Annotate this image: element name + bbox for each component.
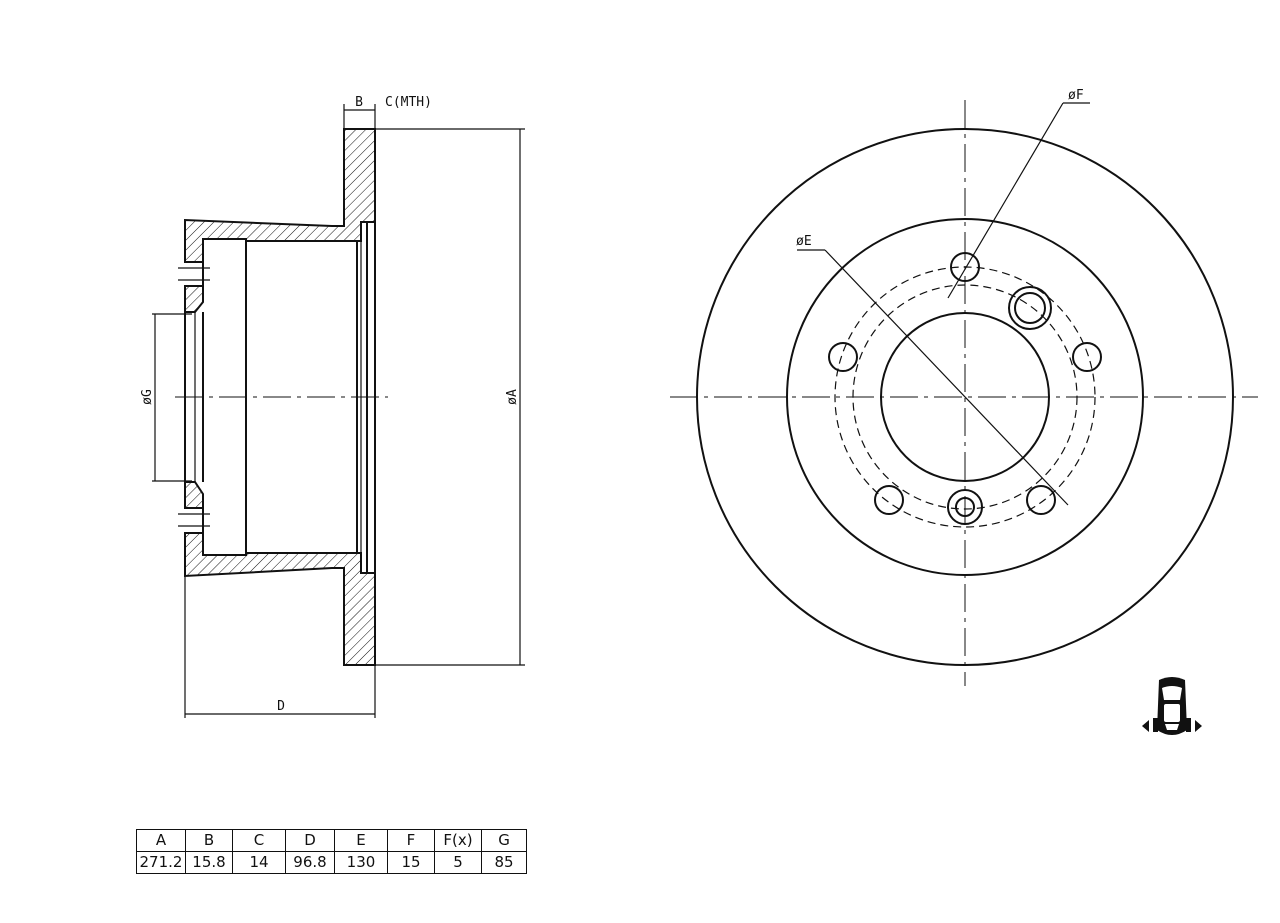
lower-lug-hatch: [184, 481, 204, 509]
front-view: øF øE: [670, 88, 1258, 686]
bolt-hole: [828, 342, 858, 372]
spec-header-c: C: [232, 829, 286, 852]
spec-value-f: 15: [387, 851, 435, 874]
spec-header-a: A: [136, 829, 186, 852]
spec-value-row: 271.2 15.8 14 96.8 130 15 5 85: [136, 851, 527, 874]
spec-header-g: G: [481, 829, 527, 852]
dim-label-dia-g: øG: [140, 389, 155, 405]
bolt-hole: [1072, 342, 1102, 372]
spec-value-e: 130: [334, 851, 388, 874]
spec-header-fx: F(x): [434, 829, 482, 852]
dim-label-dia-a: øA: [505, 389, 520, 405]
spec-header-row: A B C D E F F(x) G: [136, 829, 527, 852]
locating-hole-inner: [1014, 292, 1046, 324]
rear-axle-car-icon: [1142, 677, 1202, 735]
dim-label-b: B: [355, 95, 363, 110]
dim-label-dia-f: øF: [1068, 88, 1084, 103]
locating-hole-outer: [1008, 286, 1052, 330]
spec-value-a: 271.2: [136, 851, 186, 874]
spec-header-e: E: [334, 829, 388, 852]
spec-value-g: 85: [481, 851, 527, 874]
bolt-hole: [950, 252, 980, 282]
locating-hole-outer: [947, 489, 983, 525]
spec-header-f: F: [387, 829, 435, 852]
upper-lug-hatch: [184, 285, 204, 313]
spec-header-b: B: [185, 829, 233, 852]
specification-table: A B C D E F F(x) G 271.2 15.8 14 96.8 13…: [136, 829, 527, 874]
locating-hole-inner: [955, 497, 975, 517]
hat-outer-edge: [786, 218, 1144, 576]
dim-label-d: D: [277, 699, 285, 714]
spec-header-d: D: [285, 829, 335, 852]
center-bore: [880, 312, 1050, 482]
bolt-hole: [874, 485, 904, 515]
dim-label-c-mth: C(MTH): [385, 95, 432, 110]
spec-value-b: 15.8: [185, 851, 233, 874]
bolt-hole: [1026, 485, 1056, 515]
dim-label-dia-e: øE: [796, 234, 812, 249]
upper-section-hatch: [184, 128, 376, 263]
side-section-view: B C(MTH) øA øG D: [140, 95, 525, 718]
lower-section-hatch: [184, 532, 376, 666]
spec-value-c: 14: [232, 851, 286, 874]
spec-value-fx: 5: [434, 851, 482, 874]
outer-disc-edge: [696, 128, 1234, 666]
spec-value-d: 96.8: [285, 851, 335, 874]
